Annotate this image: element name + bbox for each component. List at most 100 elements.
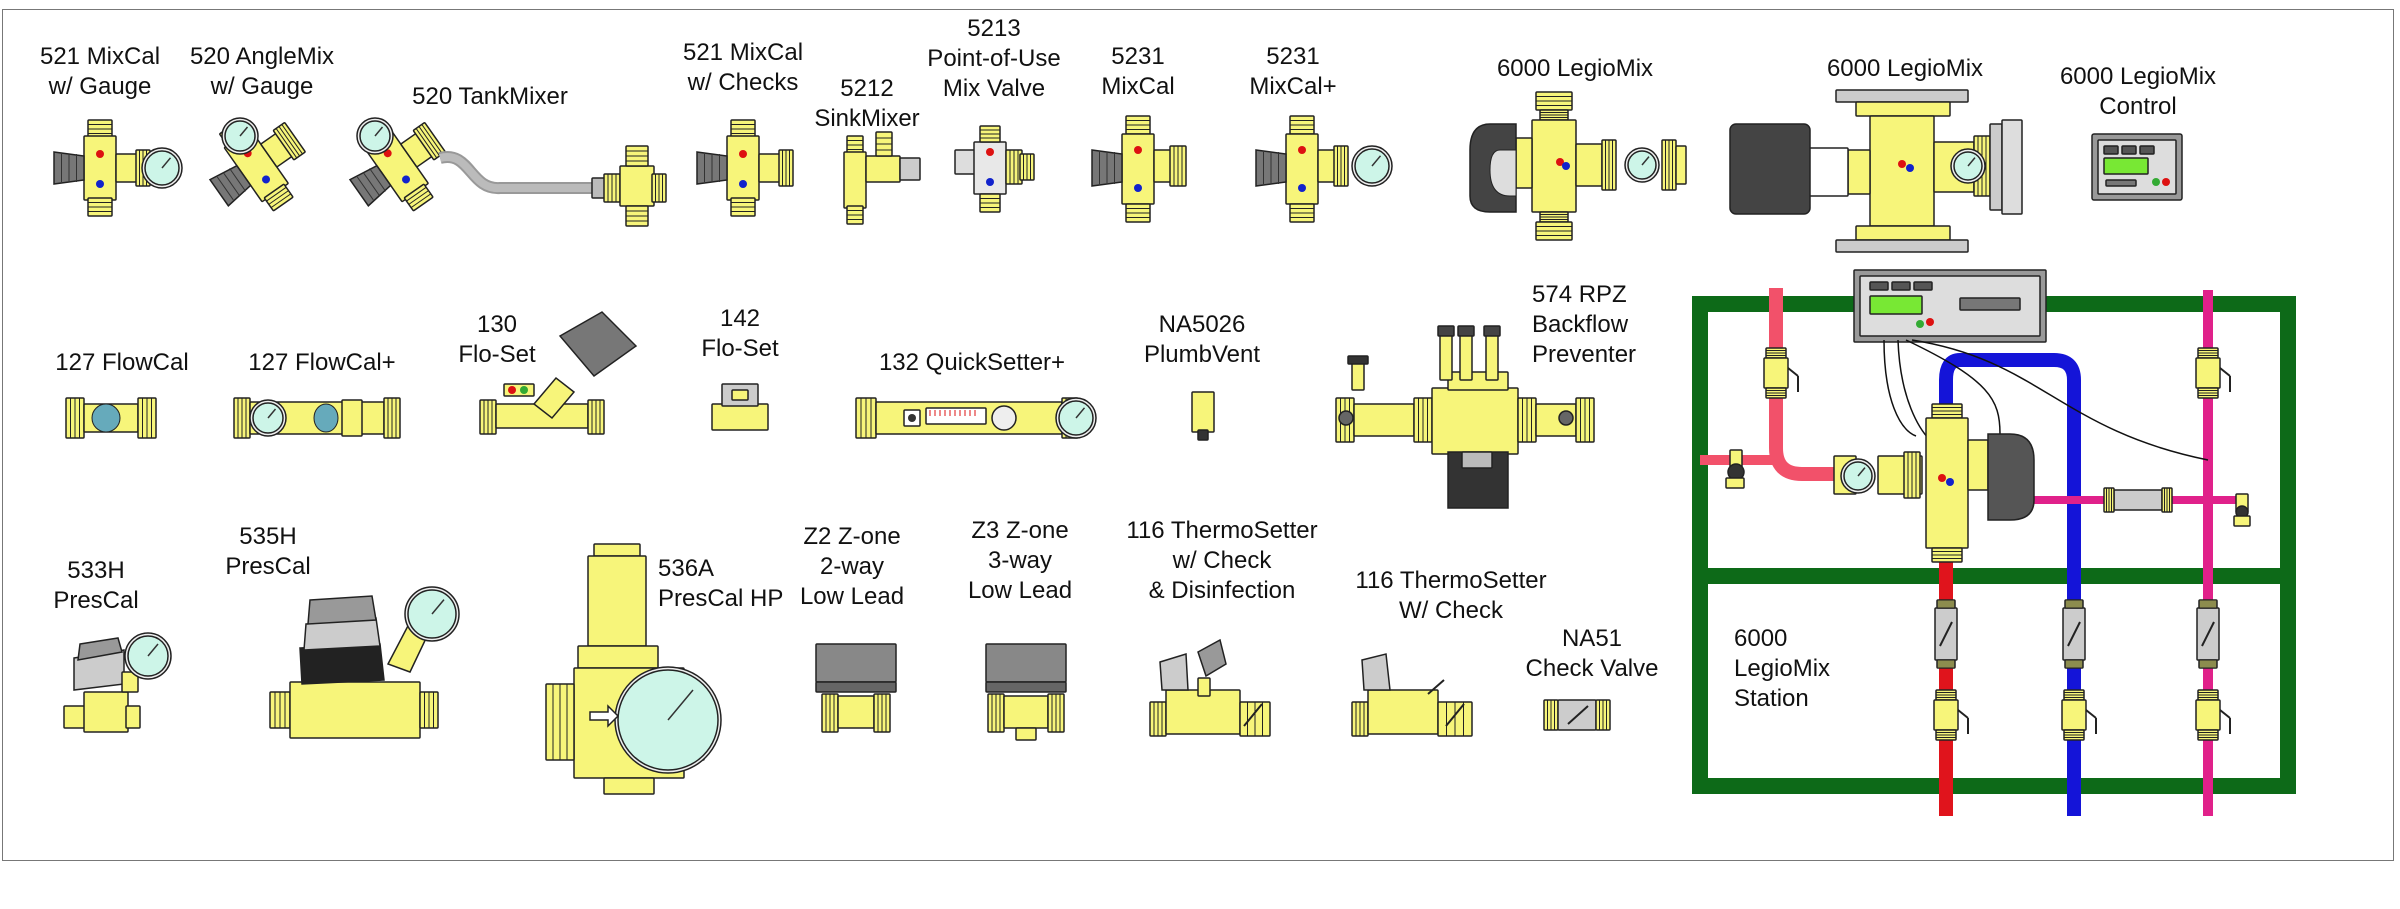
valve-5231-mixcal	[1091, 115, 1187, 223]
label-line: SinkMixer	[814, 105, 920, 132]
label-p520a: 520 AngleMix w/ Gauge	[190, 42, 334, 102]
zone-valve-z2	[815, 643, 897, 733]
label-line: 3-way	[987, 547, 1053, 574]
label-p127p: 127 FlowCal+	[248, 348, 395, 378]
label-line: 6000 LegioMix	[1496, 55, 1654, 82]
label-line: Point-of-Use	[927, 45, 1061, 72]
valve-127-flowcal	[65, 397, 157, 439]
label-line: Low Lead	[967, 577, 1073, 604]
rpz-574	[1335, 325, 1595, 509]
label-p521c: 521 MixCal w/ Checks	[683, 38, 803, 98]
label-line: Control	[2099, 93, 2177, 120]
handle-icon	[348, 164, 392, 207]
label-line: 533H	[67, 557, 125, 584]
label-line: LegioMix	[1734, 655, 1831, 682]
label-line: Check Valve	[1525, 655, 1659, 682]
label-line: Low Lead	[799, 583, 905, 610]
label-line: 130	[476, 311, 518, 338]
zone-valve-z3	[985, 643, 1067, 741]
label-p127: 127 FlowCal	[55, 348, 188, 378]
label-line: Preventer	[1532, 341, 1637, 368]
label-line: PresCal HP	[658, 585, 784, 612]
label-line: Flo-Set	[458, 341, 536, 368]
valve-533h-prescal	[63, 632, 172, 733]
label-p132: 132 QuickSetter+	[879, 348, 1065, 378]
diagram-border	[2, 9, 2394, 861]
pipe-icon	[1769, 288, 1834, 481]
label-line: 5231	[1266, 43, 1320, 70]
label-line: Z2 Z-one	[803, 523, 901, 550]
gauge-icon	[141, 147, 183, 189]
label-line: 6000 LegioMix	[2059, 63, 2217, 90]
label-line: 521 MixCal	[39, 43, 161, 70]
vent-na5026	[1191, 391, 1215, 441]
station-control	[1853, 269, 2209, 461]
label-line: 5212	[840, 75, 894, 102]
label-line: 142	[719, 305, 761, 332]
valve-127-flowcal-plus	[233, 397, 401, 439]
label-line: 6000	[1734, 625, 1788, 652]
label-line: w/ Checks	[687, 69, 799, 96]
gauge-icon	[1624, 147, 1660, 183]
valve-5231-mixcal-plus	[1255, 115, 1393, 223]
label-line: NA5026	[1158, 311, 1246, 338]
label-line: w/ Check	[1172, 547, 1272, 574]
label-line: 132 QuickSetter+	[878, 349, 1066, 376]
valve-535h-prescal	[269, 586, 460, 739]
label-line: 127 FlowCal	[55, 349, 189, 376]
gauge-icon	[1840, 458, 1876, 494]
gauge-icon	[356, 117, 394, 155]
gauge-icon	[1055, 397, 1097, 439]
station-mixing-valve	[1833, 403, 2035, 563]
label-line: Mix Valve	[942, 75, 1046, 102]
check-valve-na51	[1543, 699, 1611, 731]
label-line: PlumbVent	[1143, 341, 1261, 368]
legiomix-6000-b	[1729, 89, 2023, 253]
gauge-icon	[1351, 145, 1393, 187]
handle-icon	[53, 151, 85, 185]
label-p6000b: 6000 LegioMix	[1827, 54, 1983, 84]
label-p535: 535H PresCal	[225, 522, 310, 582]
thermosetter-116-check	[1351, 653, 1473, 737]
station-drain-valves	[1725, 449, 2251, 527]
label-line: 535H	[239, 523, 297, 550]
handle-icon	[208, 164, 252, 207]
valve-521-gauge	[53, 119, 183, 217]
label-line: 574 RPZ	[1532, 281, 1627, 308]
label-line: PresCal	[225, 553, 311, 580]
valve-536a-prescal-hp	[545, 543, 722, 795]
gauge-icon	[614, 666, 722, 774]
valve-130-floset	[479, 311, 638, 435]
label-line: 6000 LegioMix	[1826, 55, 1984, 82]
label-line: w/ Gauge	[210, 73, 314, 100]
label-line: 5231	[1111, 43, 1165, 70]
label-line: 116 ThermoSetter	[1355, 567, 1547, 594]
handle-icon	[1091, 149, 1123, 187]
gauge-icon	[404, 586, 460, 642]
valve-520-anglemix	[208, 117, 306, 212]
label-line: 520 AngleMix	[189, 43, 335, 70]
label-line: MixCal+	[1249, 73, 1337, 100]
actuator-icon	[558, 311, 638, 378]
label-line: NA51	[1561, 625, 1623, 652]
label-line: 521 MixCal	[682, 39, 804, 66]
label-line: & Disinfection	[1148, 577, 1296, 604]
valve-132-quicksetter	[855, 397, 1097, 439]
label-line: Backflow	[1532, 311, 1629, 338]
